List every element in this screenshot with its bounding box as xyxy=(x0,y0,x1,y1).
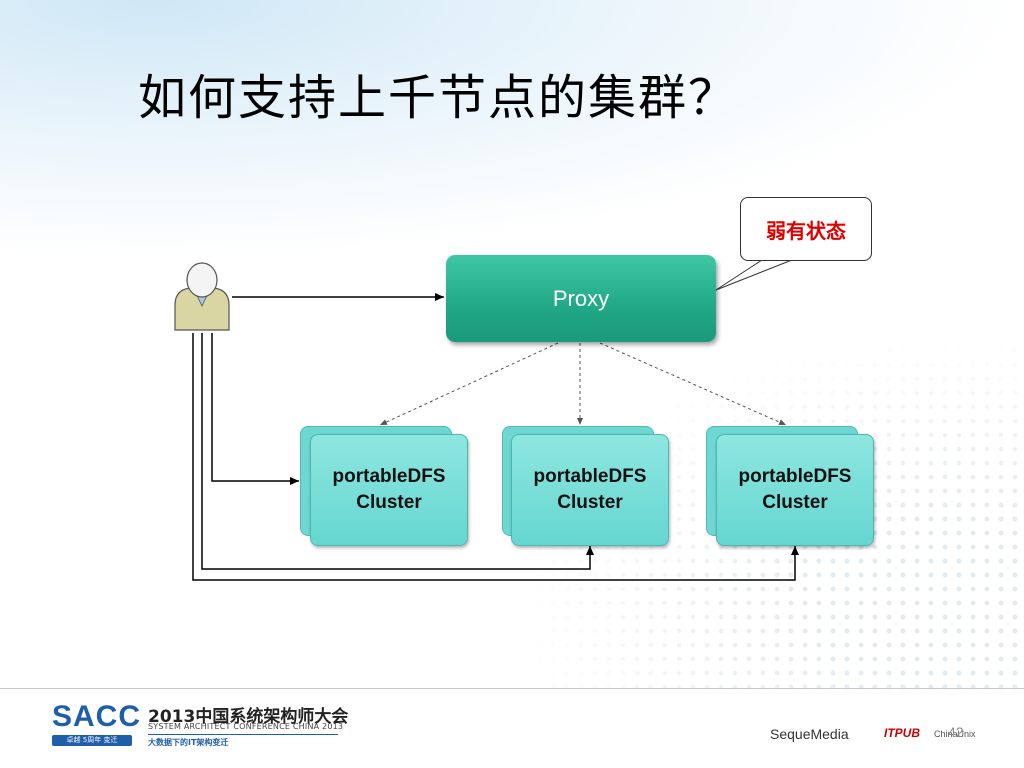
arrow-user-to-cluster-2 xyxy=(201,333,594,570)
conference-title-en: SYSTEM ARCHITECT CONFERENCE CHINA 2013 xyxy=(148,722,344,731)
cluster-node-2: portableDFS Cluster xyxy=(511,434,669,546)
callout-pointer xyxy=(715,257,798,291)
proxy-label: Proxy xyxy=(552,285,610,311)
cluster-node-3: portableDFS Cluster xyxy=(716,434,874,546)
cluster-1-label: portableDFS Cluster xyxy=(332,466,446,513)
sponsor-itpub: ITPUB xyxy=(884,726,920,740)
slide-title: 如何支持上千节点的集群？ xyxy=(138,70,739,126)
arrow-user-to-cluster-1 xyxy=(211,333,299,485)
conference-title-cn: 2013中国系统架构师大会 xyxy=(148,707,349,727)
sponsor-chinaunix: ChinaUnix xyxy=(934,729,976,739)
conference-subtitle: 大数据下的IT架构变迁 xyxy=(148,738,229,747)
sacc-logo: SACC xyxy=(52,700,142,733)
user-icon xyxy=(174,262,230,331)
footer-divider xyxy=(0,688,1024,689)
cluster-node-1: portableDFS Cluster xyxy=(310,434,468,546)
cluster-2-label: portableDFS Cluster xyxy=(533,466,647,513)
callout-weak-state: 弱有状态 xyxy=(740,197,872,261)
dashed-proxy-to-cluster-1 xyxy=(379,342,559,426)
sponsor-sequemedia: SequeMedia xyxy=(770,726,849,742)
page-number: 42 xyxy=(948,724,964,740)
cluster-3-label: portableDFS Cluster xyxy=(738,466,852,513)
sacc-logo-tag: 卓越 5周年 变迁 xyxy=(52,735,132,746)
callout-text: 弱有状态 xyxy=(766,218,846,243)
arrow-user-to-cluster-3 xyxy=(192,333,799,581)
proxy-node: Proxy xyxy=(446,255,716,342)
conference-underline xyxy=(148,734,338,735)
dashed-proxy-to-cluster-3 xyxy=(599,342,787,426)
